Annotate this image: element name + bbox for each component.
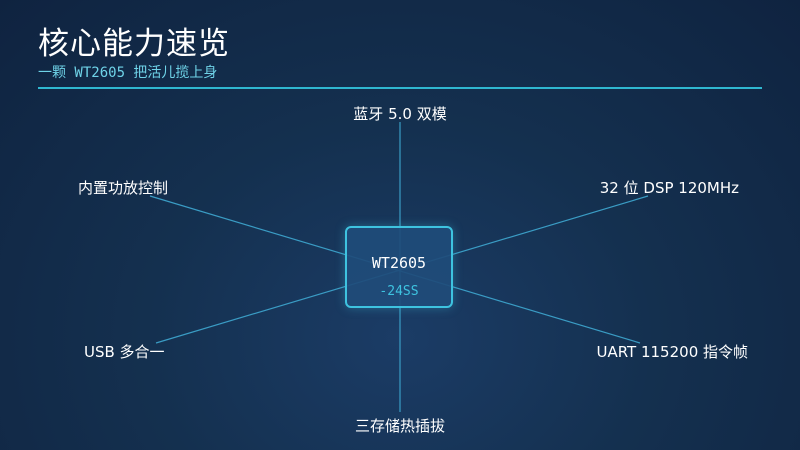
chip-model-label: WT2605 — [371, 254, 427, 272]
feature-dsp: 32 位 DSP 120MHz — [599, 179, 739, 197]
feature-usb: USB 多合一 — [84, 343, 165, 361]
feature-storage: 三存储热插拔 — [354, 417, 445, 435]
chip-variant-label: -24SS — [379, 284, 419, 299]
feature-uart: UART 115200 指令帧 — [596, 343, 748, 361]
header-divider — [38, 87, 762, 89]
page-title: 核心能力速览 — [38, 26, 230, 62]
page-subtitle: 一颗 WT2605 把活儿揽上身 — [38, 65, 218, 81]
feature-amplifier: 内置功放控制 — [78, 179, 169, 197]
feature-bluetooth: 蓝牙 5.0 双模 — [353, 105, 447, 123]
chip-box: WT2605 -24SS — [345, 226, 453, 308]
